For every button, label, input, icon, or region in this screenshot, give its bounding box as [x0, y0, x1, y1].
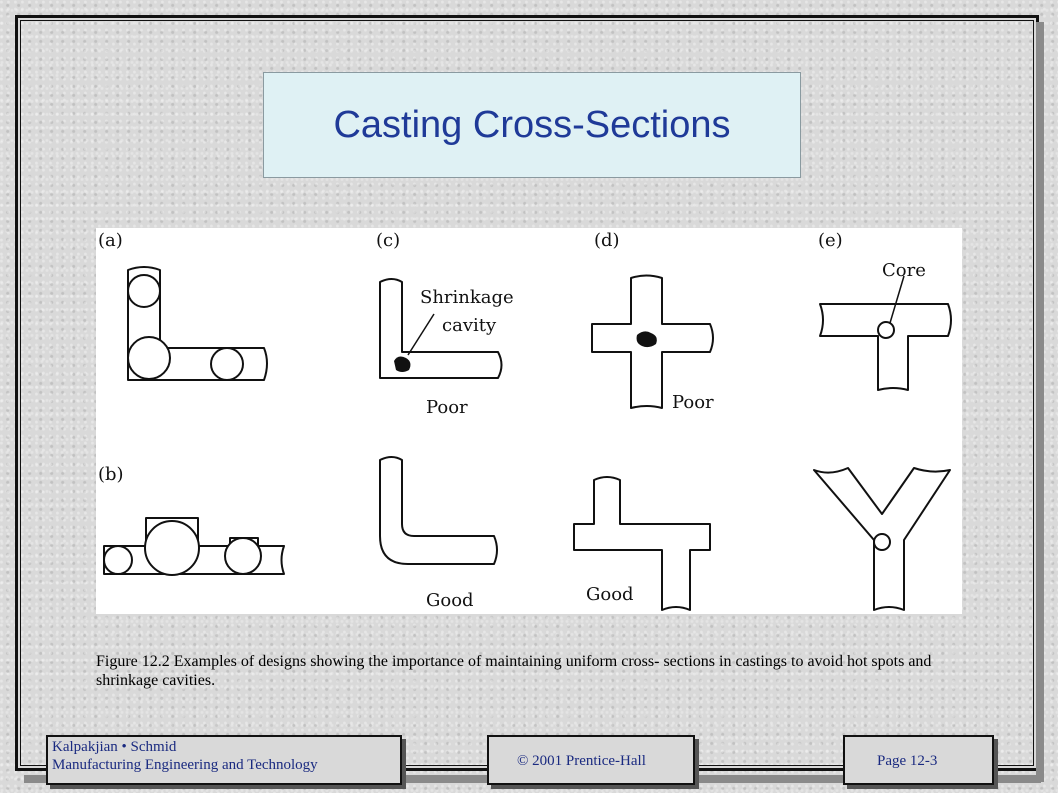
circle-a-top — [127, 274, 161, 308]
footer-authors-box: Kalpakjian • Schmid Manufacturing Engine… — [46, 735, 402, 785]
footer-copyright-box: © 2001 Prentice-Hall — [487, 735, 695, 785]
footer-authors: Kalpakjian • Schmid — [52, 739, 177, 755]
shape-c-poor — [379, 278, 503, 379]
core-pointer — [889, 275, 905, 324]
circle-a-corner — [127, 336, 171, 380]
hot-spot-mark — [636, 331, 657, 348]
footer-copyright: © 2001 Prentice-Hall — [517, 753, 646, 769]
cavity-pointer — [407, 313, 435, 356]
figure-caption: Figure 12.2 Examples of designs showing … — [96, 653, 932, 689]
core-hole-e — [877, 321, 895, 339]
shape-e-t-section — [819, 303, 952, 391]
shape-d-good — [573, 476, 711, 611]
label-e: (e) — [818, 230, 843, 251]
circle-b-right — [224, 537, 262, 575]
annotation-cavity: cavity — [442, 315, 497, 336]
label-c: (c) — [376, 230, 400, 251]
footer-page-number: Page 12-3 — [877, 753, 938, 769]
annotation-core: Core — [882, 260, 926, 281]
annotation-good-c: Good — [426, 590, 474, 611]
footer-page-box: Page 12-3 — [843, 735, 994, 785]
figure-12-2: (a) (b) (c) (d) (e) Shrinkage cavity Poo… — [96, 228, 962, 614]
core-hole-y — [873, 533, 891, 551]
label-b: (b) — [98, 464, 124, 485]
slide-title: Casting Cross-Sections — [333, 103, 731, 146]
cross-section-drawings: (a) (b) (c) (d) (e) Shrinkage cavity Poo… — [98, 230, 952, 611]
frame-shadow-right — [1036, 22, 1044, 782]
circle-b-large — [144, 520, 200, 576]
annotation-good-d: Good — [586, 584, 634, 605]
circle-a-right — [210, 347, 244, 381]
shrinkage-cavity-mark — [394, 356, 411, 372]
shape-c-good — [379, 456, 498, 565]
circle-b-left — [103, 545, 133, 575]
annotation-poor-c: Poor — [426, 397, 468, 418]
annotation-poor-d: Poor — [672, 392, 714, 413]
label-a: (a) — [98, 230, 123, 251]
footer-book-title: Manufacturing Engineering and Technology — [52, 757, 318, 773]
title-box: Casting Cross-Sections — [263, 72, 801, 178]
label-d: (d) — [594, 230, 620, 251]
annotation-shrinkage: Shrinkage — [420, 287, 514, 308]
